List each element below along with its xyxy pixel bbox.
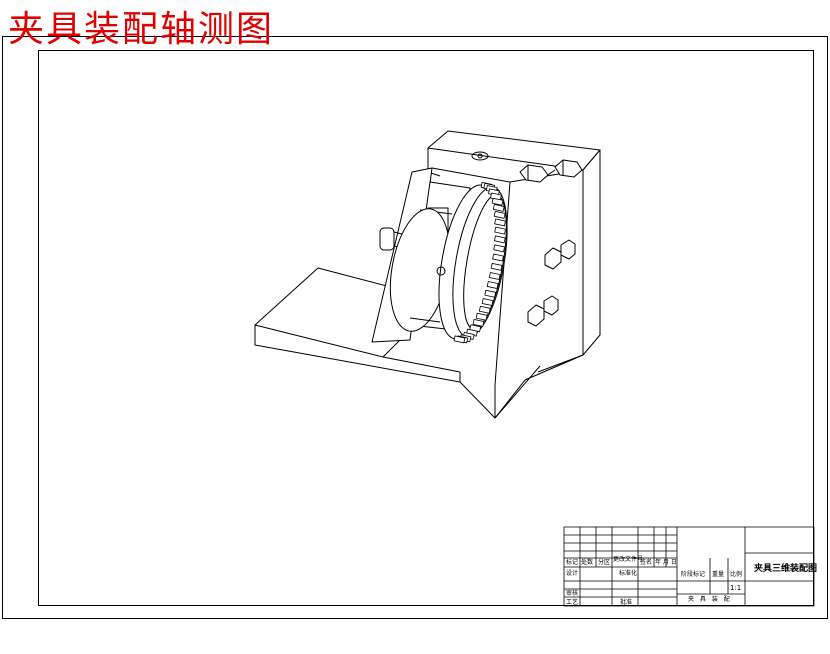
drawing-frame [38, 50, 814, 606]
gear-tooth [481, 298, 494, 306]
tb-label-change-doc-no: 更改文件号 [613, 556, 644, 563]
title-block-grid [563, 526, 815, 607]
hex-bolt-heads-side [527, 239, 576, 327]
gear-tooth [492, 204, 505, 212]
gear-tooth [493, 244, 505, 253]
tb-scale-value: 1:1 [730, 584, 742, 592]
tb-label-count: 处数 [581, 559, 594, 566]
tb-label-signature: 签名 [640, 559, 653, 566]
tb-label-weight: 重量 [712, 571, 725, 578]
gear-tooth [488, 272, 501, 280]
gear-tooth [490, 262, 503, 271]
gear-tooth [494, 235, 506, 244]
tb-unit-name: 夹 具 装 配 [688, 596, 732, 603]
tb-label-mark: 标记 [566, 559, 579, 566]
tb-label-standardization: 标准化 [619, 570, 638, 577]
gear-tooth [475, 312, 488, 321]
page-title: 夹具装配轴测图 [8, 9, 275, 50]
gear-tooth [491, 197, 504, 206]
tb-label-stage-mark: 阶段标记 [681, 571, 706, 578]
gear-tooth [492, 253, 504, 262]
tb-label-date: 年 月 日 [655, 559, 677, 566]
tb-label-review: 审核 [566, 590, 579, 597]
drawing-sheet-border [2, 36, 828, 619]
top-bolt-hole [471, 151, 489, 161]
tb-label-approve: 批准 [620, 599, 633, 606]
tb-label-zone: 分区 [598, 559, 611, 566]
tb-drawing-name: 夹具三维装配图 [754, 564, 818, 574]
tb-label-scale: 比例 [730, 571, 743, 578]
gear-tooth [494, 218, 506, 227]
gear-tooth [493, 210, 506, 219]
vertical-block [427, 130, 601, 419]
adjust-knob [379, 227, 403, 251]
gear-tooth [486, 281, 499, 289]
gear-tooth [453, 335, 466, 344]
gear-tooth [478, 305, 491, 314]
gear-teeth [453, 181, 506, 344]
gear-tooth [494, 226, 506, 235]
hex-bolt-heads-top [519, 159, 583, 183]
tb-label-design: 设计 [566, 570, 579, 577]
tb-label-process: 工艺 [566, 599, 579, 606]
gear-tooth [484, 289, 497, 298]
indexing-disc [389, 184, 508, 340]
gear-tooth [472, 319, 485, 327]
